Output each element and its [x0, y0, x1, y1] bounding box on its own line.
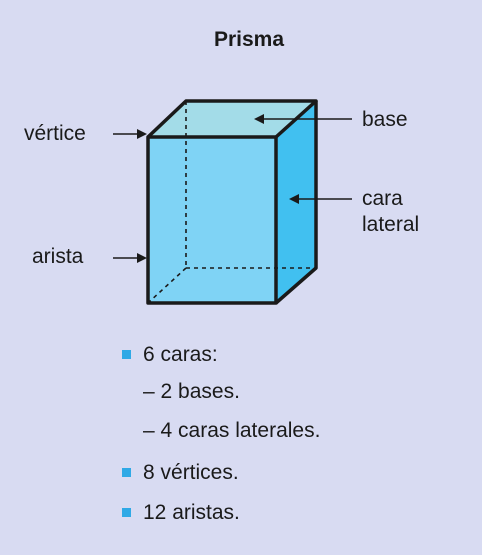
prism-top-face	[148, 101, 316, 137]
fact-text: 12 aristas.	[143, 501, 240, 524]
bullet-square-icon	[122, 508, 131, 517]
label-cara-line2: lateral	[362, 213, 420, 237]
bullet-square-icon	[122, 350, 131, 359]
list-item: 8 vértices.	[122, 456, 320, 490]
list-item: 12 aristas.	[122, 496, 320, 530]
diagram-title: Prisma	[213, 28, 285, 51]
prism-front-face	[148, 137, 276, 303]
sub-list-item: – 2 bases.	[143, 380, 240, 403]
fact-text: 8 vértices.	[143, 461, 239, 484]
sub-list-item: – 4 caras laterales.	[143, 419, 321, 442]
label-cara-line1: cara	[362, 187, 403, 210]
list-item: 6 caras:	[122, 338, 320, 372]
fact-text: 6 caras:	[143, 343, 218, 366]
bullet-square-icon	[122, 468, 131, 477]
label-arista: arista	[32, 245, 84, 268]
prism-facts-list: 6 caras: – 2 bases. – 4 caras laterales.…	[122, 338, 320, 530]
pointer-arrows	[113, 114, 352, 263]
prism-hidden-edges	[147, 101, 316, 304]
label-cara-lateral: cara lateral	[362, 186, 419, 239]
label-vertice: vértice	[24, 122, 86, 145]
label-base: base	[362, 108, 408, 131]
